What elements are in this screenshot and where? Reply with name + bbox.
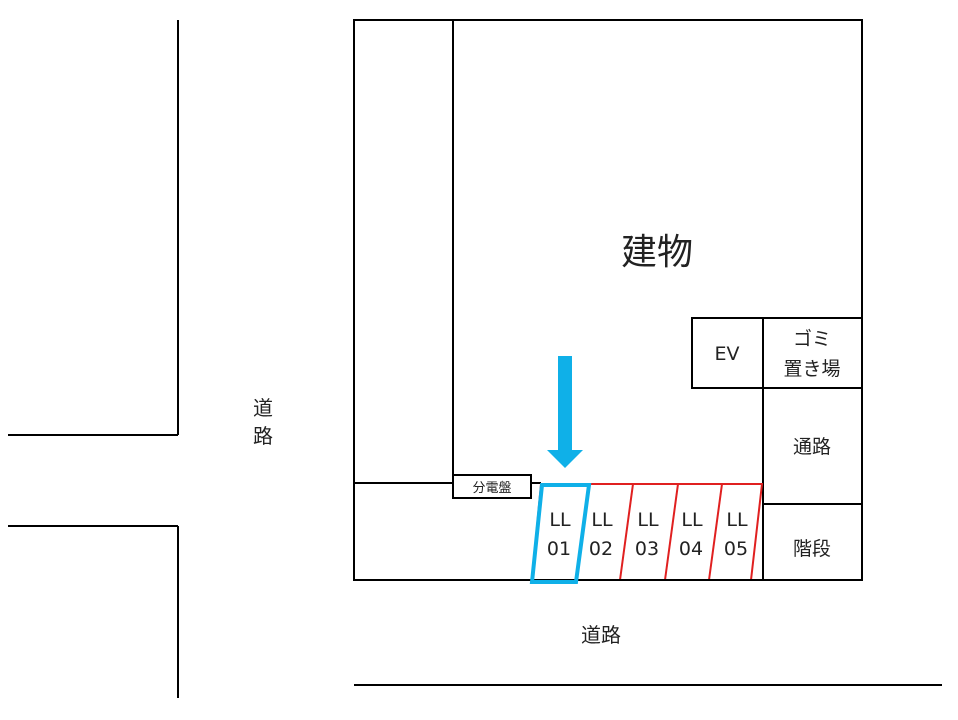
road-label-bottom: 道路: [581, 623, 621, 647]
passage-label: 通路: [793, 436, 831, 458]
distribution-board-label: 分電盤: [472, 481, 511, 496]
road-label-left-2: 路: [253, 424, 273, 448]
parking-space-ll03[interactable]: LL 03: [635, 509, 659, 560]
parking-space-ll04[interactable]: LL 04: [679, 509, 703, 560]
property-outline: [353, 19, 863, 581]
space-number: 04: [679, 538, 703, 560]
space-label: LL: [549, 509, 571, 531]
parking-space-ll01[interactable]: LL 01: [547, 509, 571, 560]
elevator-label: EV: [714, 343, 739, 365]
distribution-board: [452, 474, 532, 499]
space-number: 03: [635, 538, 659, 560]
arrow-down-icon: [547, 356, 583, 468]
parking-space-ll01-highlight[interactable]: [529, 483, 592, 584]
parking-space-ll05[interactable]: LL 05: [724, 509, 748, 560]
stairs-label: 階段: [793, 538, 831, 560]
space-label: LL: [637, 509, 659, 531]
parking-area: [354, 483, 862, 584]
building-label: 建物: [621, 232, 693, 273]
space-label: LL: [591, 509, 613, 531]
space-number: 05: [724, 538, 748, 560]
road-edges: [8, 20, 942, 698]
space-number: 01: [547, 538, 571, 560]
space-label: LL: [681, 509, 703, 531]
road-label-left-1: 道: [253, 396, 273, 420]
space-number: 02: [589, 538, 613, 560]
garbage-box: [762, 317, 863, 389]
parking-space-ll02[interactable]: LL 02: [589, 509, 613, 560]
garbage-label-1: ゴミ: [793, 328, 831, 350]
garbage-label-2: 置き場: [783, 358, 840, 380]
space-label: LL: [726, 509, 748, 531]
